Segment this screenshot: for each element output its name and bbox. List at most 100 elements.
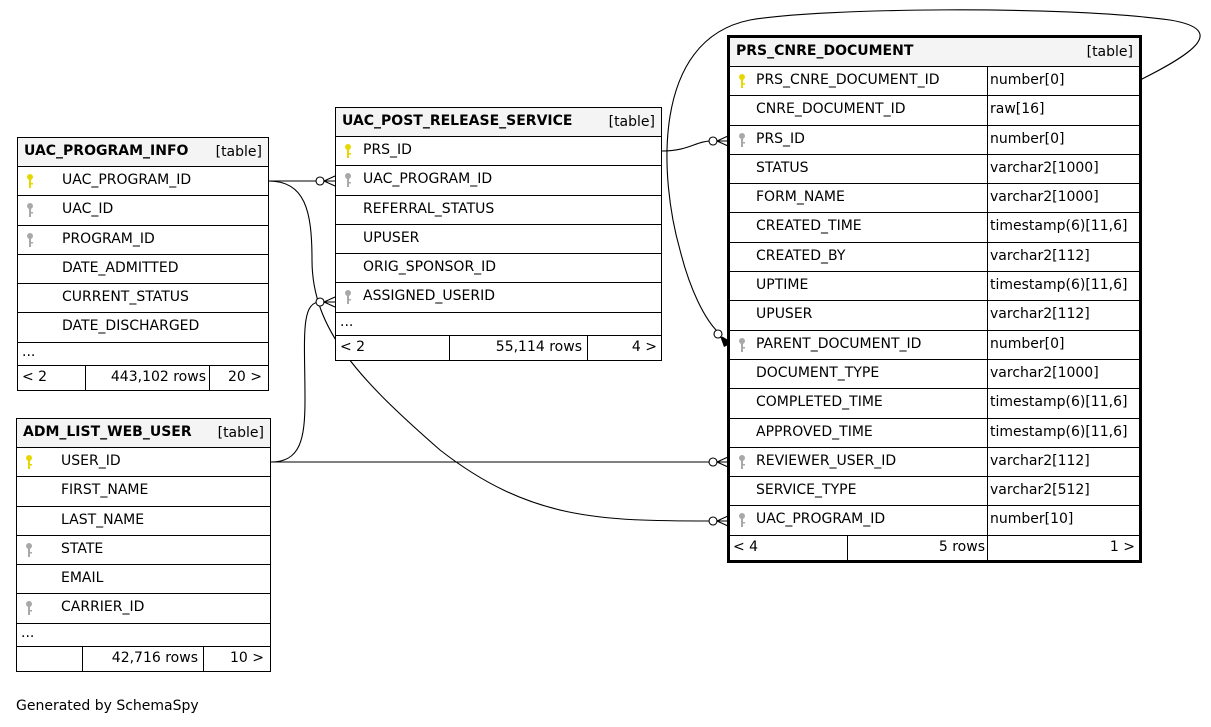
more-columns: ...: [336, 313, 661, 336]
column-row[interactable]: UPUSER: [336, 225, 661, 255]
column-row[interactable]: PROGRAM_ID: [18, 226, 268, 255]
column-name: STATUS: [756, 159, 809, 176]
column-row[interactable]: DATE_ADMITTED: [18, 255, 268, 285]
column-name: UAC_PROGRAM_ID: [756, 511, 886, 528]
column-name: ORIG_SPONSOR_ID: [363, 259, 497, 276]
column-row[interactable]: CARRIER_ID: [17, 594, 270, 624]
column-row[interactable]: EMAIL: [17, 565, 270, 595]
foreign-key-icon: [344, 172, 352, 188]
children-count[interactable]: 4 >: [631, 338, 657, 355]
primary-key-icon: [25, 454, 33, 470]
primary-key-icon: [738, 73, 746, 89]
column-row[interactable]: FORM_NAME varchar2[1000]: [730, 183, 1139, 214]
column-name: UAC_PROGRAM_ID: [62, 172, 192, 188]
primary-key-icon: [26, 173, 34, 189]
foreign-key-icon: [738, 337, 746, 353]
parents-count[interactable]: < 2: [340, 338, 366, 355]
table-type: [table]: [217, 425, 264, 441]
column-row[interactable]: REFERRAL_STATUS: [336, 196, 661, 225]
table-type: [table]: [1086, 44, 1133, 60]
column-name: DATE_DISCHARGED: [62, 318, 200, 335]
children-count[interactable]: 1 >: [1109, 538, 1135, 555]
column-type: timestamp(6)[11,6]: [990, 277, 1128, 294]
column-name: SERVICE_TYPE: [756, 482, 857, 499]
column-type: varchar2[1000]: [990, 364, 1099, 381]
column-row[interactable]: ORIG_SPONSOR_ID: [336, 254, 661, 284]
column-row[interactable]: DOCUMENT_TYPE varchar2[1000]: [730, 358, 1139, 390]
column-row[interactable]: SERVICE_TYPE varchar2[512]: [730, 476, 1139, 507]
table-header: PRS_CNRE_DOCUMENT [table]: [730, 38, 1139, 67]
column-row[interactable]: PRS_ID: [336, 137, 661, 167]
table-footer: < 2 55,114 rows 4 >: [336, 335, 661, 360]
table-name: PRS_CNRE_DOCUMENT: [736, 43, 914, 59]
column-name: CREATED_TIME: [756, 218, 862, 235]
column-type: varchar2[112]: [990, 452, 1090, 469]
column-type: raw[16]: [990, 101, 1045, 118]
edge-program-to-cnre: [267, 180, 713, 522]
column-name: ASSIGNED_USERID: [363, 288, 496, 305]
column-type: varchar2[512]: [990, 482, 1090, 499]
column-name: UPUSER: [756, 306, 813, 323]
column-row[interactable]: UAC_PROGRAM_ID: [336, 166, 661, 196]
column-name: PRS_ID: [363, 142, 412, 158]
column-type: number[0]: [990, 130, 1065, 147]
edge-prs-to-cnre: [660, 140, 713, 152]
column-row[interactable]: DATE_DISCHARGED: [18, 313, 268, 343]
column-row[interactable]: CURRENT_STATUS: [18, 284, 268, 314]
table-header: UAC_PROGRAM_INFO [table]: [18, 138, 268, 167]
table-prs-cnre-document[interactable]: PRS_CNRE_DOCUMENT [table] PRS_CNRE_DOCUM…: [727, 35, 1142, 563]
column-row[interactable]: LAST_NAME: [17, 507, 270, 536]
column-type: varchar2[1000]: [990, 159, 1099, 176]
crow-foot: [716, 515, 729, 527]
column-row[interactable]: USER_ID: [17, 448, 270, 478]
column-row[interactable]: STATE: [17, 536, 270, 566]
crow-foot: [716, 456, 729, 468]
parents-count[interactable]: < 4: [733, 538, 759, 555]
column-type: number[0]: [990, 335, 1065, 352]
children-count[interactable]: 20 >: [228, 368, 262, 385]
column-name: COMPLETED_TIME: [756, 394, 883, 411]
column-name: CREATED_BY: [756, 247, 846, 264]
optional-marker: [708, 136, 718, 146]
table-name: UAC_POST_RELEASE_SERVICE: [342, 113, 573, 129]
column-name: FORM_NAME: [756, 189, 845, 206]
table-name: ADM_LIST_WEB_USER: [23, 424, 192, 440]
column-row[interactable]: ASSIGNED_USERID: [336, 283, 661, 313]
table-uac-post-release-service[interactable]: UAC_POST_RELEASE_SERVICE [table] PRS_ID U…: [335, 107, 662, 361]
foreign-key-icon: [25, 600, 33, 616]
children-count[interactable]: 10 >: [230, 649, 264, 666]
table-type: [table]: [608, 114, 655, 130]
column-name: DOCUMENT_TYPE: [756, 364, 880, 381]
row-count: 5 rows: [938, 538, 985, 555]
edge-self-reference: [666, 9, 1201, 334]
column-name: CARRIER_ID: [61, 599, 145, 616]
column-row[interactable]: UAC_PROGRAM_ID: [18, 167, 268, 197]
table-header: UAC_POST_RELEASE_SERVICE [table]: [336, 108, 661, 137]
table-name: UAC_PROGRAM_INFO: [24, 143, 189, 159]
column-list: UAC_PROGRAM_ID UAC_ID PROGRAM_ID DATE_ADMIT…: [18, 167, 268, 343]
column-row[interactable]: FIRST_NAME: [17, 477, 270, 507]
column-name: PROGRAM_ID: [62, 230, 155, 247]
column-row[interactable]: STATUS varchar2[1000]: [730, 153, 1139, 185]
parents-count[interactable]: < 2: [22, 368, 48, 385]
column-name: UAC_ID: [62, 201, 114, 218]
column-type: varchar2[1000]: [990, 189, 1099, 206]
column-row[interactable]: UAC_ID: [18, 196, 268, 226]
